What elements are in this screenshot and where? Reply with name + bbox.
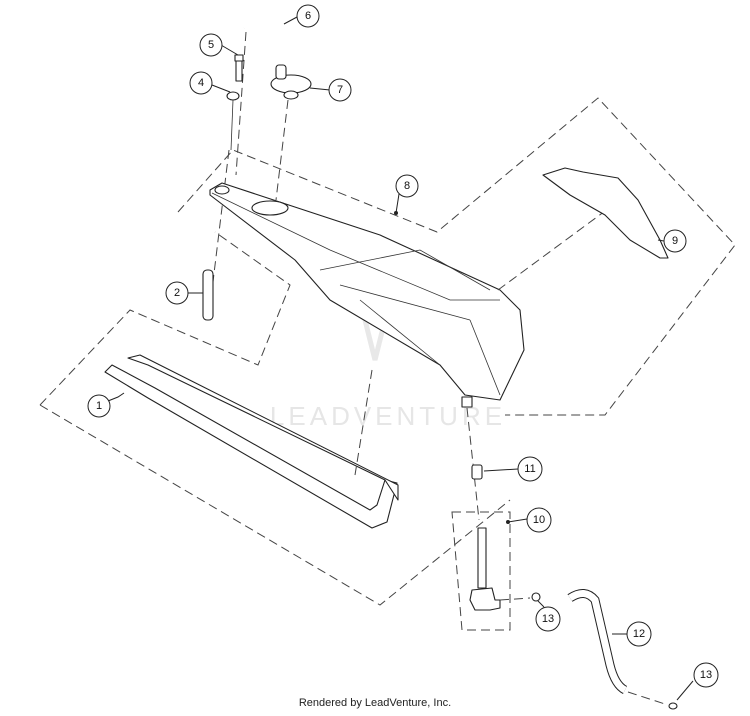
callouts: 1 2 4 5 6 7 8 9 [87,4,719,688]
dashed-outline-group-8 [177,97,736,416]
callout-10: 10 [526,507,552,533]
svg-text:13: 13 [542,613,554,625]
svg-text:1: 1 [96,400,102,412]
svg-text:7: 7 [337,84,343,96]
part-4-grommet [211,91,240,291]
leader-lines [107,16,694,701]
part-7-fuel-cap [270,64,312,201]
part-1-frame-rail [104,354,399,529]
svg-text:10: 10 [533,514,545,526]
svg-text:4: 4 [198,77,204,89]
callout-1: 1 [87,394,111,418]
assembly-outlines [39,97,736,631]
part-13-clamp-lower [668,702,678,710]
svg-text:11: 11 [524,463,535,475]
callout-6: 6 [296,4,320,28]
svg-text:8: 8 [404,180,410,192]
dashed-outline-group-10 [451,511,511,631]
svg-text:13: 13 [700,669,712,681]
callout-12: 12 [626,621,652,647]
callout-13-lower: 13 [693,662,719,688]
callout-7: 7 [328,78,352,102]
callout-9: 9 [663,229,687,253]
dashed-outline-group-1 [39,231,291,406]
part-13-clamp-upper [531,592,541,602]
callout-5: 5 [199,33,223,57]
svg-text:9: 9 [672,235,678,247]
svg-text:5: 5 [208,39,214,51]
callout-4: 4 [189,71,213,95]
svg-text:2: 2 [174,287,180,299]
svg-text:12: 12 [633,628,645,640]
dashed-outline-group-1-bottom [39,404,511,606]
part-6-vent-hose [235,5,291,176]
part-8-fuel-tank [209,182,621,521]
part-5-bolt [234,54,244,82]
part-9-cover [542,167,669,259]
part-12-fuel-hose [567,589,669,706]
svg-text:6: 6 [305,10,311,22]
callout-13-upper: 13 [535,606,561,632]
callout-2: 2 [165,281,189,305]
part-11-fitting [471,464,483,480]
callout-8: 8 [395,174,419,198]
part-10-fuel-valve [469,527,531,611]
callout-11: 11 [517,456,543,482]
part-2-rod [202,269,214,321]
footer-credit: Rendered by LeadVenture, Inc. [298,697,452,709]
